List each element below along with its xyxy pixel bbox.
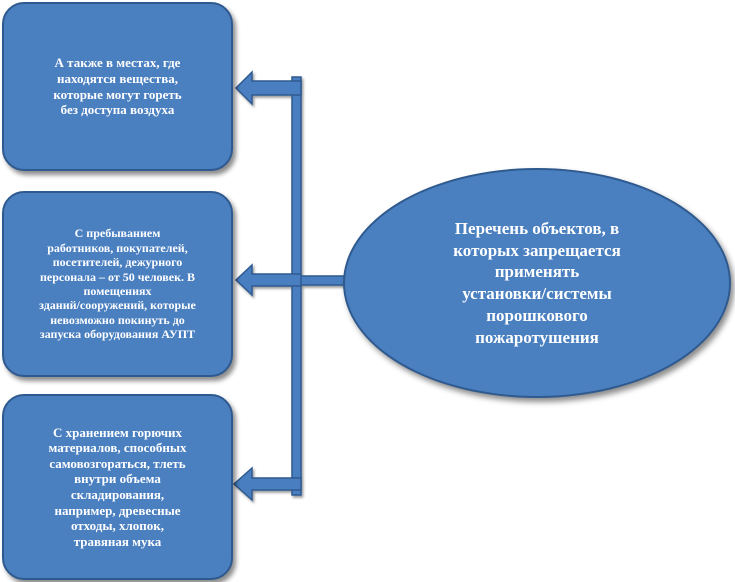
arrow-to-box-2 xyxy=(234,263,302,297)
center-ellipse: Перечень объектов, в которых запрещается… xyxy=(343,168,731,398)
arrow-to-box-3 xyxy=(232,466,302,502)
object-box-3-text: С хранением горючих материалов, способны… xyxy=(48,424,187,549)
object-box-3: С хранением горючих материалов, способны… xyxy=(2,394,233,580)
object-box-2: С пребыванием работников, покупателей, п… xyxy=(2,191,233,377)
object-box-1-text: А также в местах, где находятся вещества… xyxy=(53,55,182,118)
object-box-1: А также в местах, где находятся вещества… xyxy=(2,2,233,171)
object-box-2-text: С пребыванием работников, покупателей, п… xyxy=(39,226,196,342)
connector-link-ellipse xyxy=(295,275,347,286)
arrow-to-box-1 xyxy=(234,70,302,106)
center-ellipse-text: Перечень объектов, в которых запрещается… xyxy=(453,218,621,347)
